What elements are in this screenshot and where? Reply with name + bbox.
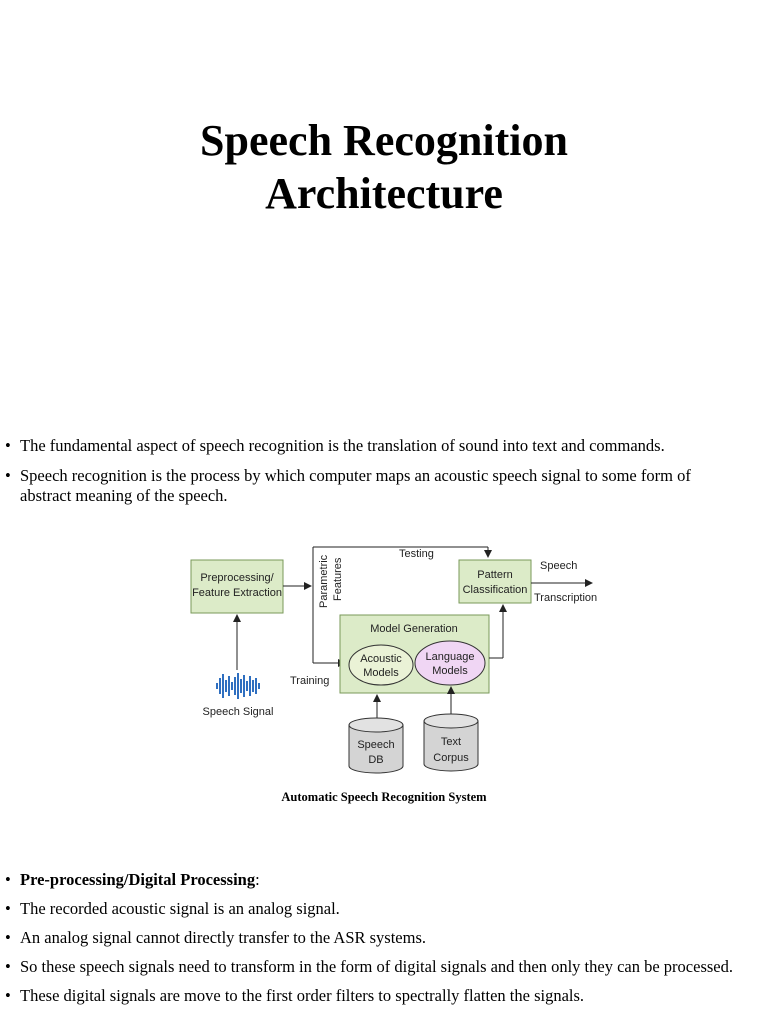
parametric-label-2: Features [332,557,344,601]
speech-output-label: Speech [540,560,577,572]
processing-bullet-list: Pre-processing/Digital Processing: The r… [0,870,768,1015]
bullet-item: These digital signals are move to the fi… [0,986,768,1006]
title-line-2: Architecture [265,169,503,218]
preprocessing-label-2: Feature Extraction [192,587,282,599]
pattern-classification-box: Pattern Classification [458,559,532,604]
acoustic-models-ellipse [348,644,414,686]
language-models-ellipse [414,640,486,686]
title-line-1: Speech Recognition [200,116,568,165]
language-label-2: Models [432,665,468,677]
speechdb-label-2: DB [368,754,383,766]
bullet-heading-item: Pre-processing/Digital Processing: [0,870,768,890]
bullet-item: The recorded acoustic signal is an analo… [0,899,768,919]
pattern-box-shape [458,559,532,604]
acoustic-label-1: Acoustic [360,653,402,665]
language-label-1: Language [426,651,475,663]
section-heading: Pre-processing/Digital Processing [20,870,256,889]
bullet-item: An analog signal cannot directly transfe… [0,928,768,948]
section-heading-suffix: : [255,870,260,889]
training-label: Training [290,675,329,687]
intro-bullet-list: The fundamental aspect of speech recogni… [0,436,768,516]
textcorpus-label-2: Corpus [433,752,469,764]
model-generation-label: Model Generation [370,623,457,635]
bullet-item: The fundamental aspect of speech recogni… [0,436,768,456]
page-title: Speech Recognition Architecture [0,114,768,220]
text-corpus-cylinder: Text Corpus [423,713,479,772]
textcorpus-label-1: Text [441,736,461,748]
bullet-item: Speech recognition is the process by whi… [0,466,768,506]
bullet-item: So these speech signals need to transfor… [0,957,768,977]
preprocessing-box: Preprocessing/ Feature Extraction [190,559,284,614]
figure-caption: Automatic Speech Recognition System [281,790,487,804]
parametric-label-1: Parametric [318,554,330,608]
transcription-label: Transcription [534,592,597,604]
preprocessing-box-shape [190,559,284,614]
testing-label: Testing [399,548,434,560]
pattern-label-2: Classification [463,584,528,596]
speech-signal-label: Speech Signal [203,706,274,718]
asr-architecture-diagram: Preprocessing/ Feature Extraction Speech… [190,546,597,774]
speech-db-cylinder: Speech DB [348,717,404,774]
preprocessing-label-1: Preprocessing/ [200,572,274,584]
speechdb-label-1: Speech [357,739,394,751]
acoustic-label-2: Models [363,667,399,679]
waveform-icon [216,673,260,699]
pattern-label-1: Pattern [477,569,512,581]
model-generation-box: Model Generation Acoustic Models Languag… [339,614,490,694]
